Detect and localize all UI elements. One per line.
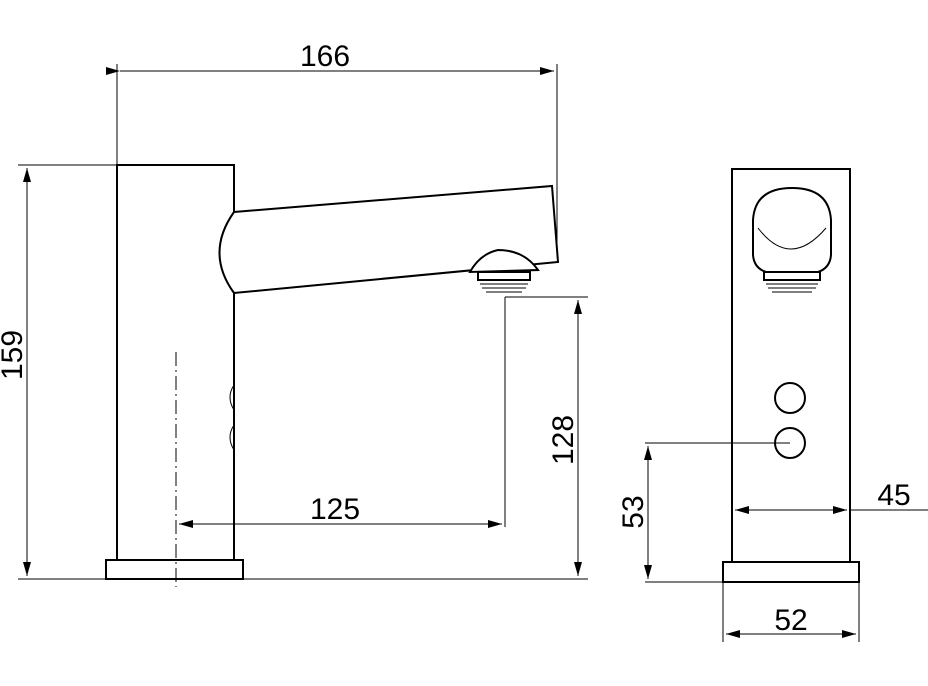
dim-label-sensor-height: 53 <box>617 495 650 528</box>
dim-label-body-width: 45 <box>877 479 910 512</box>
aerator-thread <box>477 271 531 281</box>
dim-label-total-height: 159 <box>0 330 29 380</box>
side-view: 166 159 128 125 <box>0 40 588 587</box>
dim-label-spout-reach: 125 <box>310 493 360 526</box>
sensor-bump-side <box>229 384 235 411</box>
dim-label-base-width: 52 <box>774 604 807 637</box>
dim-label-spout-height: 128 <box>547 415 580 465</box>
front-aerator <box>763 271 821 281</box>
front-view: 53 45 52 <box>617 168 928 642</box>
faucet-base <box>105 559 244 580</box>
sensor-bump-side-2 <box>229 424 235 451</box>
front-spout-end <box>752 186 832 273</box>
sensor-upper <box>774 382 806 414</box>
aerator <box>468 248 540 274</box>
dim-label-total-width: 166 <box>300 40 350 73</box>
front-base <box>722 561 860 583</box>
